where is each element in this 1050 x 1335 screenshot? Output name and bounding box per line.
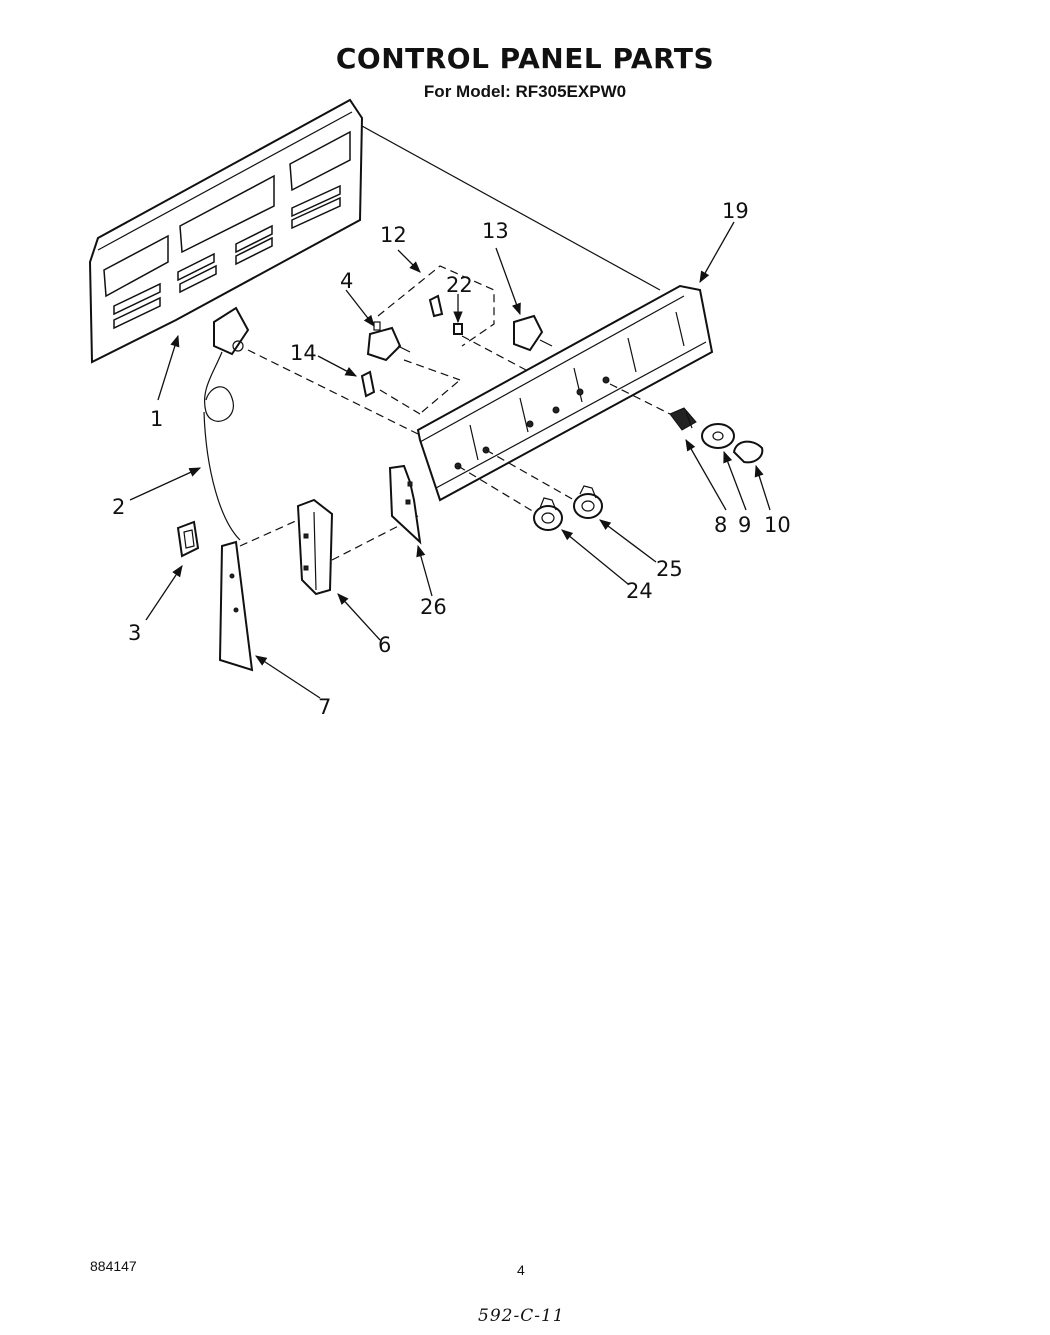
callout-10: 10 <box>764 513 791 537</box>
callout-2: 2 <box>112 495 125 519</box>
callout-4: 4 <box>340 269 353 293</box>
callout-9: 9 <box>738 513 751 537</box>
terminal-part <box>428 294 463 335</box>
callout-14: 14 <box>290 341 317 365</box>
document-number: 884147 <box>90 1258 137 1274</box>
cord-switch-part <box>203 306 250 541</box>
callout-12: 12 <box>380 223 407 247</box>
knob-part <box>732 440 764 464</box>
callout-26: 26 <box>420 595 447 619</box>
page-title: CONTROL PANEL PARTS <box>335 42 715 75</box>
clip-part <box>176 520 200 558</box>
mounting-bracket-part <box>388 464 422 545</box>
callout-24: 24 <box>626 579 653 603</box>
rear-panel-part <box>88 98 364 364</box>
callout-19: 19 <box>722 199 749 223</box>
callout-22: 22 <box>446 273 473 297</box>
small-clip-part <box>360 370 376 398</box>
callout-13: 13 <box>482 219 509 243</box>
knob-shaft-part <box>669 407 697 431</box>
knob-25-part <box>573 485 603 519</box>
callout-1: 1 <box>150 407 163 431</box>
side-bracket-part <box>296 498 334 596</box>
rocker-switch-part <box>513 314 553 352</box>
knob-24-part <box>533 497 563 531</box>
page-number: 4 <box>517 1262 525 1278</box>
callout-3: 3 <box>128 621 141 645</box>
callout-7: 7 <box>318 695 331 719</box>
callout-8: 8 <box>714 513 727 537</box>
end-bracket-part <box>218 540 254 672</box>
callout-25: 25 <box>656 557 683 581</box>
callout-6: 6 <box>378 633 391 657</box>
model-subtitle: For Model: RF305EXPW0 <box>423 82 627 101</box>
knob-skirt-part <box>701 423 735 449</box>
switch-part <box>366 321 411 362</box>
handwritten-note: 592-C-11 <box>478 1306 565 1326</box>
control-panel-part <box>416 284 714 502</box>
